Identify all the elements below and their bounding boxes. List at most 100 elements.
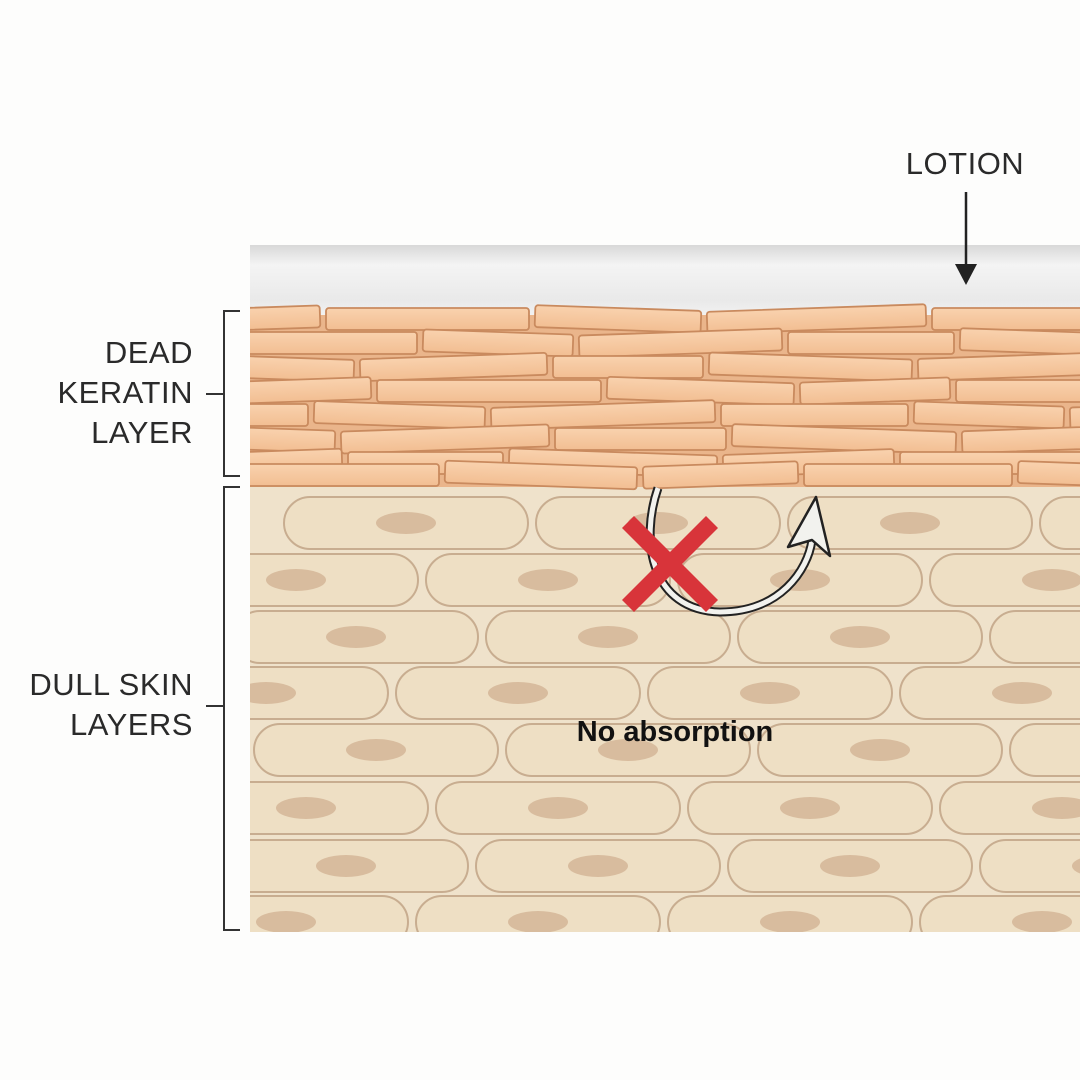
skin-cell (647, 666, 893, 720)
keratin-flake (916, 352, 1080, 382)
keratin-flake (250, 376, 373, 406)
keratin-flake (803, 463, 1013, 487)
cell-nucleus (1012, 911, 1072, 932)
skin-cell (919, 895, 1080, 932)
dull-label-line: LAYERS (69, 707, 193, 742)
no-absorption-label: No absorption (576, 716, 774, 748)
skin-cell (989, 610, 1080, 664)
skin-cell (250, 895, 409, 932)
skin-cell (929, 553, 1080, 607)
cell-nucleus (740, 682, 800, 704)
keratin-flake (798, 376, 952, 406)
cell-nucleus (1022, 569, 1080, 591)
keratin-flake (339, 423, 551, 455)
skin-cell (899, 666, 1080, 720)
cell-nucleus (326, 626, 386, 648)
keratin-layer-label: DEAD KERATIN LAYER (20, 333, 193, 453)
x-mark-icon (621, 515, 719, 613)
skin-cell (677, 553, 923, 607)
keratin-flake (577, 327, 784, 359)
keratin-flake (250, 463, 440, 487)
keratin-flake (533, 304, 703, 334)
keratin-flake (552, 355, 704, 379)
skin-cell (250, 610, 479, 664)
cell-nucleus (992, 682, 1052, 704)
lotion-label: LOTION (905, 146, 1025, 181)
cell-nucleus (1072, 858, 1080, 874)
keratin-flake (421, 328, 575, 358)
keratin-flake (250, 424, 337, 454)
skin-cell (727, 839, 973, 893)
cell-nucleus (488, 682, 548, 704)
keratin-flake (720, 403, 909, 427)
keratin-flake (931, 307, 1080, 331)
lotion-arrow-icon (955, 192, 977, 285)
cell-nucleus (376, 512, 436, 534)
cell-nucleus (578, 626, 638, 648)
skin-cell (1009, 723, 1080, 777)
keratin-flake (1068, 399, 1080, 431)
skin-cell (687, 781, 933, 835)
cell-nucleus (518, 569, 578, 591)
cell-nucleus (780, 797, 840, 819)
cell-nucleus (1032, 797, 1080, 819)
keratin-flake (955, 379, 1080, 403)
skin-cell (425, 553, 671, 607)
cell-nucleus (528, 797, 588, 819)
skin-cell (979, 839, 1080, 893)
keratin-flake (358, 351, 549, 383)
keratin-label-line: DEAD (104, 335, 193, 370)
skin-cell (250, 839, 469, 893)
keratin-flake (250, 351, 356, 383)
cell-nucleus (276, 797, 336, 819)
skin-cell (1039, 496, 1080, 550)
skin-cell (667, 895, 913, 932)
cell-nucleus (850, 739, 910, 761)
keratin-flake (641, 460, 800, 490)
keratin-flake (250, 331, 418, 355)
cell-nucleus (880, 512, 940, 534)
keratin-flake (312, 400, 487, 430)
cell-nucleus (256, 911, 316, 932)
skin-cell (757, 723, 1003, 777)
cell-nucleus (820, 855, 880, 877)
cell-nucleus (508, 911, 568, 932)
cell-nucleus (250, 682, 296, 704)
cell-nucleus (598, 739, 658, 761)
keratin-flake (325, 307, 530, 331)
cell-nucleus (830, 626, 890, 648)
cell-nucleus (568, 855, 628, 877)
keratin-flake (489, 399, 717, 431)
keratin-flake (912, 400, 1066, 430)
skin-cell (435, 781, 681, 835)
keratin-flake (250, 304, 322, 334)
keratin-flake (705, 303, 928, 335)
dull-label-line: DULL SKIN (29, 667, 193, 702)
keratin-flake (787, 331, 955, 355)
skin-cell (505, 723, 751, 777)
skin-cell (250, 781, 429, 835)
skin-cell (737, 610, 983, 664)
keratin-bracket (206, 310, 240, 477)
skin-cell (475, 839, 721, 893)
skin-cell (283, 496, 529, 550)
skin-cell (253, 723, 499, 777)
skin-cell (250, 666, 389, 720)
skin-cell (250, 553, 419, 607)
skin-cell (485, 610, 731, 664)
keratin-flake (250, 403, 309, 427)
keratin-flake (707, 351, 914, 383)
keratin-flake (554, 427, 727, 451)
skin-cell (787, 496, 1033, 550)
skin-cell (939, 781, 1080, 835)
cell-nucleus (266, 569, 326, 591)
skin-cell (415, 895, 661, 932)
keratin-label-line: KERATIN (57, 375, 193, 410)
keratin-flake (960, 423, 1080, 455)
keratin-flake (1016, 460, 1080, 490)
skin-cell (395, 666, 641, 720)
cell-nucleus (346, 739, 406, 761)
keratin-flake (376, 379, 602, 403)
